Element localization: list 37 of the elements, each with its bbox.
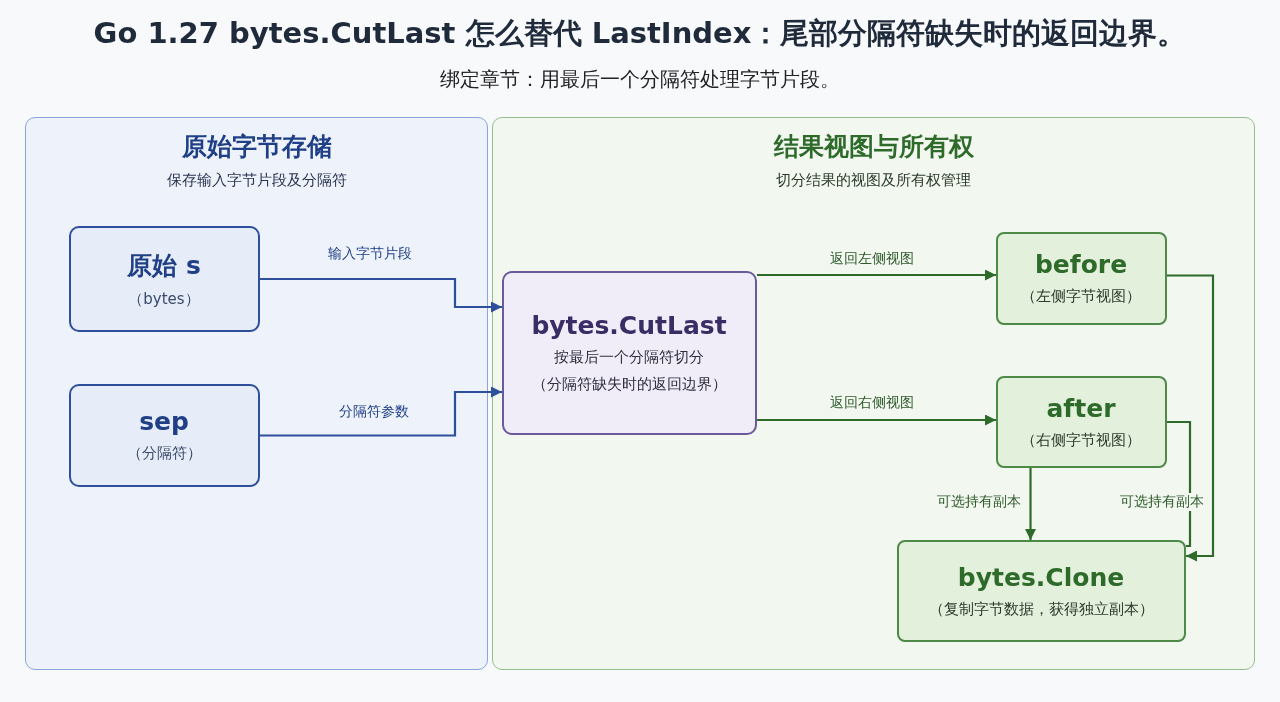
box-title: before	[1034, 250, 1128, 279]
box-subtitle: 按最后一个分隔符切分	[554, 348, 704, 367]
box-subtitle: （右侧字节视图）	[1021, 430, 1141, 450]
box-subtitle: （左侧字节视图）	[1021, 287, 1141, 306]
arrow	[260, 386, 502, 437]
function-box	[501, 270, 757, 435]
arrow	[1025, 468, 1036, 540]
panel-subtitle: 保存输入字节片段及分隔符	[166, 171, 347, 190]
edge-label: 可选持有副本	[1117, 493, 1207, 511]
group-panel	[25, 117, 488, 670]
edge-label: 可选持有副本	[934, 493, 1024, 511]
process-box	[68, 383, 260, 487]
box-subtitle: （分隔符）	[126, 444, 202, 463]
box-subtitle: （bytes）	[128, 289, 200, 309]
result-box	[995, 375, 1167, 468]
box-title: after	[1046, 393, 1116, 423]
panel-title: 原始字节存储	[181, 131, 332, 163]
arrow	[757, 269, 996, 281]
box-title: bytes.CutLast	[531, 311, 727, 340]
arrow	[757, 414, 996, 426]
arrow	[1167, 274, 1215, 562]
group-panel	[492, 117, 1255, 670]
arrow	[260, 277, 502, 313]
box-title: bytes.Clone	[957, 562, 1125, 592]
title: Go 1.27 bytes.CutLast 怎么替代 LastIndex：尾部分隔符缺失时的返回边界。	[92, 15, 1188, 52]
process-box	[68, 225, 260, 332]
box-subtitle: （复制字节数据，获得独立副本）	[928, 599, 1154, 619]
box-title: sep	[139, 407, 189, 436]
box-subtitle: （分隔符缺失时的返回边界）	[531, 375, 727, 394]
edge-label: 分隔符参数	[336, 403, 412, 421]
caption: 绑定章节：用最后一个分隔符处理字节片段。	[439, 66, 841, 93]
panel-title: 结果视图与所有权	[773, 131, 974, 163]
edge-label: 输入字节片段	[325, 245, 415, 263]
result-box	[995, 231, 1167, 325]
panel-subtitle: 切分结果的视图及所有权管理	[776, 171, 971, 190]
function-box	[896, 539, 1186, 642]
box-title: 原始 s	[127, 249, 201, 282]
